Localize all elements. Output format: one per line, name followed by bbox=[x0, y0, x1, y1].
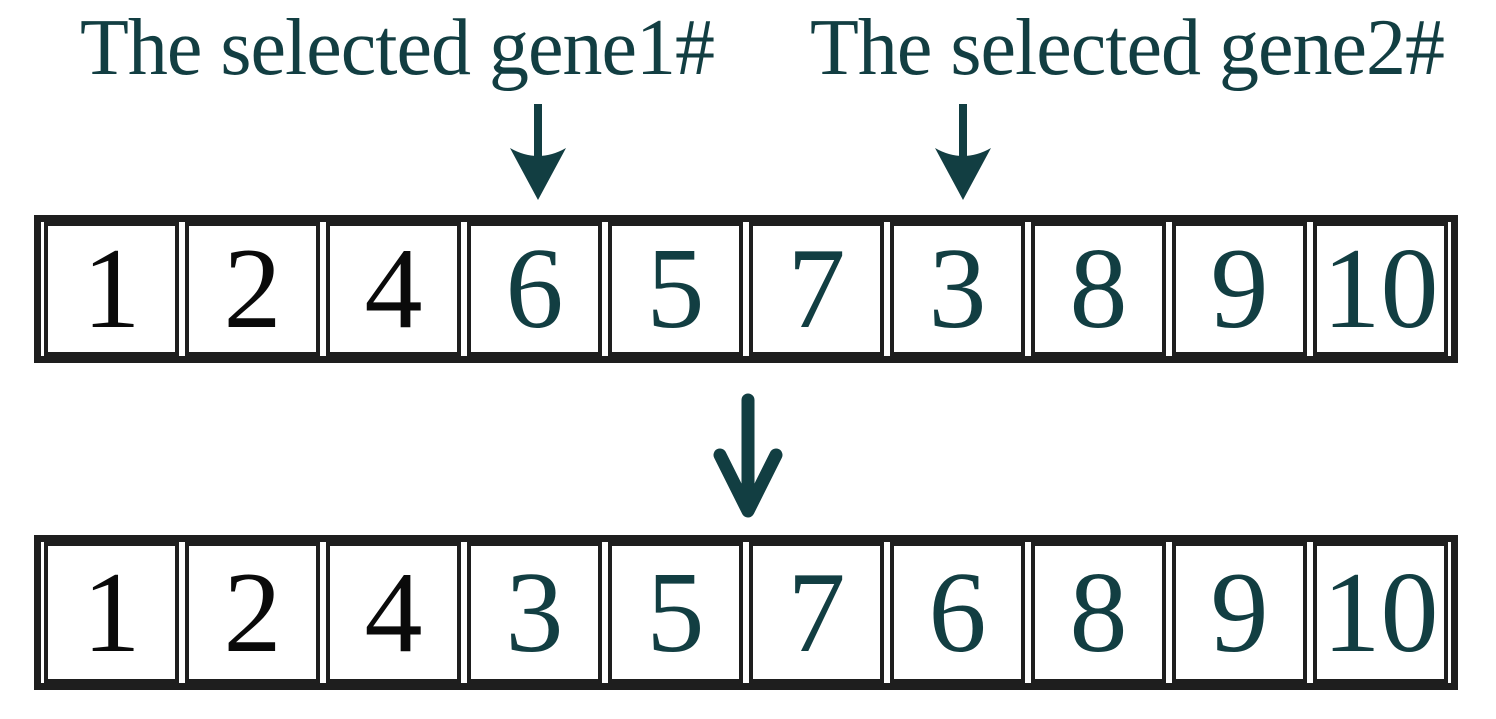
gene-cell-value: 2 bbox=[223, 225, 282, 353]
gene-cell: 6 bbox=[890, 542, 1025, 683]
gene-cell: 2 bbox=[185, 542, 320, 683]
gene-cell: 4 bbox=[326, 222, 461, 356]
gene-cell-value: 9 bbox=[1210, 548, 1269, 677]
gene-cell-value: 6 bbox=[505, 225, 564, 353]
gene-cell: 4 bbox=[326, 542, 461, 683]
gene1-arrow-down-icon bbox=[510, 104, 566, 200]
transform-arrow-down-icon bbox=[713, 393, 783, 518]
gene-cell: 10 bbox=[1313, 542, 1448, 683]
gene-cell: 8 bbox=[1031, 222, 1166, 356]
gene-cell-value: 5 bbox=[646, 225, 705, 353]
selected-gene1-label: The selected gene1# bbox=[79, 4, 715, 92]
gene-cell: 3 bbox=[890, 222, 1025, 356]
gene-cell-value: 6 bbox=[928, 548, 987, 677]
gene-cell: 8 bbox=[1031, 542, 1166, 683]
gene-cell-value: 3 bbox=[505, 548, 564, 677]
gene-cell-value: 7 bbox=[787, 548, 846, 677]
gene-cell-value: 7 bbox=[787, 225, 846, 353]
gene-cell: 7 bbox=[749, 542, 884, 683]
gene-cell-value: 1 bbox=[82, 225, 141, 353]
gene-cell: 5 bbox=[608, 542, 743, 683]
gene-cell: 2 bbox=[185, 222, 320, 356]
gene-cell-value: 8 bbox=[1069, 225, 1128, 353]
gene-cell: 6 bbox=[467, 222, 602, 356]
gene-cell: 10 bbox=[1313, 222, 1448, 356]
gene-cell: 7 bbox=[749, 222, 884, 356]
gene-cell: 1 bbox=[44, 542, 179, 683]
gene-cell: 5 bbox=[608, 222, 743, 356]
gene-cell-value: 10 bbox=[1322, 225, 1439, 353]
gene-cell: 3 bbox=[467, 542, 602, 683]
gene-cell: 9 bbox=[1172, 542, 1307, 683]
gene2-arrow-down-icon bbox=[935, 104, 991, 200]
gene-cell-value: 1 bbox=[82, 548, 141, 677]
gene-cell-value: 2 bbox=[223, 548, 282, 677]
selected-gene2-label: The selected gene2# bbox=[809, 4, 1445, 92]
gene-cell-value: 9 bbox=[1210, 225, 1269, 353]
gene-cell-value: 4 bbox=[364, 548, 423, 677]
gene-cell: 9 bbox=[1172, 222, 1307, 356]
gene-cell-value: 4 bbox=[364, 225, 423, 353]
gene-cell-value: 3 bbox=[928, 225, 987, 353]
gene-cell: 1 bbox=[44, 222, 179, 356]
gene-cell-value: 8 bbox=[1069, 548, 1128, 677]
gene-cell-value: 10 bbox=[1322, 548, 1439, 677]
gene-cell-value: 5 bbox=[646, 548, 705, 677]
